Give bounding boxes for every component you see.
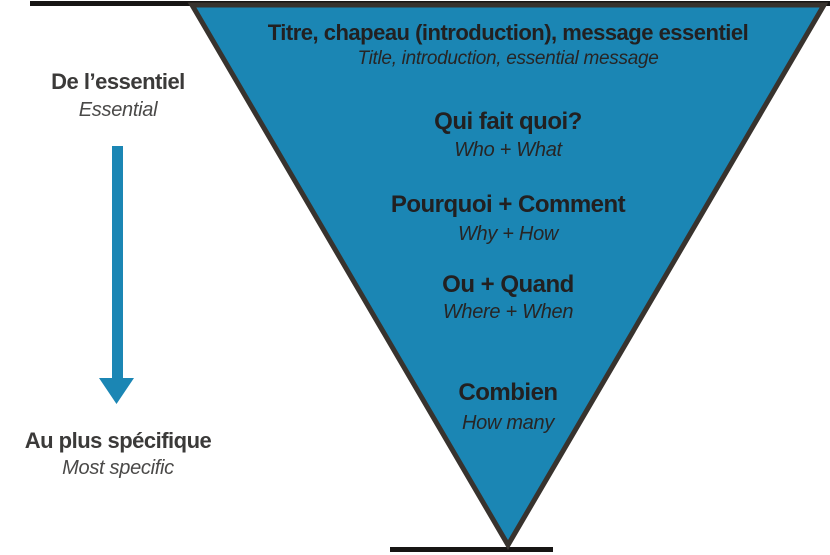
down-arrow-head xyxy=(99,378,134,404)
level-4-label-fr: Ou + Quand xyxy=(442,271,574,298)
level-3-label-en: Why + How xyxy=(457,223,559,245)
bottom-frame-line xyxy=(390,547,553,552)
down-arrow-shaft xyxy=(112,146,123,379)
side-bottom-label-en: Most specific xyxy=(62,457,174,479)
level-4-label-en: Where + When xyxy=(442,301,574,323)
level-2-label-fr: Qui fait quoi? xyxy=(434,108,582,135)
side-top-label-en: Essential xyxy=(78,99,158,121)
level-5-label-en: How many xyxy=(461,412,555,434)
level-5-label-fr: Combien xyxy=(458,379,558,406)
side-top-label-fr: De l’essentiel xyxy=(51,69,185,94)
level-1-label-fr: Titre, chapeau (introduction), message e… xyxy=(267,20,749,45)
side-bottom-label-fr: Au plus spécifique xyxy=(24,428,212,453)
inverted-pyramid-shape xyxy=(187,2,829,550)
level-3-label-fr: Pourquoi + Comment xyxy=(390,191,626,218)
level-2-label-en: Who + What xyxy=(454,139,562,161)
level-1-label-en: Title, introduction, essential message xyxy=(357,48,659,69)
down-arrow-icon xyxy=(99,146,134,404)
